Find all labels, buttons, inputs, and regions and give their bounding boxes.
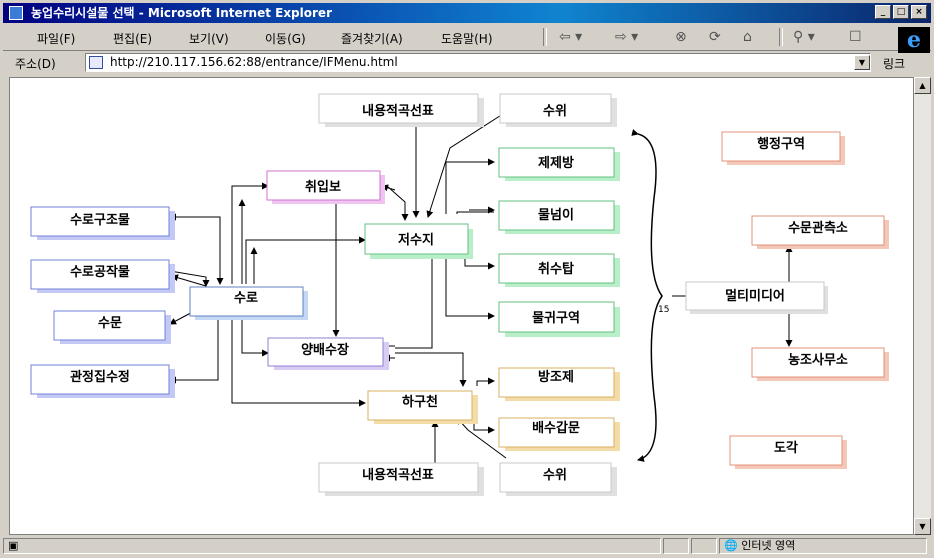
menu-help[interactable]: 도움말(H) xyxy=(441,32,493,46)
status-pane xyxy=(663,538,689,554)
svg-text:수로공작물: 수로공작물 xyxy=(70,264,130,280)
window-controls: _ □ × xyxy=(875,5,927,19)
internet-zone-icon: 🌐 xyxy=(724,539,738,552)
node-sugongjakmul[interactable]: 수로공작물 xyxy=(30,259,175,293)
status-zone: 🌐 인터넷 영역 xyxy=(719,538,927,554)
node-multimedia[interactable]: 멀티미디어 xyxy=(685,281,828,314)
svg-text:제제방: 제제방 xyxy=(538,155,574,171)
toolbar-separator xyxy=(779,28,783,46)
node-haengjeong[interactable]: 행정구역 xyxy=(721,131,845,165)
home-icon[interactable]: ⌂ xyxy=(743,29,752,45)
svg-text:내용적곡선표: 내용적곡선표 xyxy=(362,103,434,119)
node-sumun[interactable]: 수문 xyxy=(53,310,171,344)
minimize-button[interactable]: _ xyxy=(875,5,891,19)
maximize-button[interactable]: □ xyxy=(893,5,909,19)
svg-text:도각: 도각 xyxy=(774,441,798,456)
links-button[interactable]: 링크 xyxy=(883,57,906,71)
menu-file[interactable]: 파일(F) xyxy=(37,32,76,46)
svg-text:배수갑문: 배수갑문 xyxy=(532,420,580,436)
node-content-curve-bottom[interactable]: 내용적곡선표 xyxy=(318,462,484,496)
address-bar: 주소(D) http://210.117.156.62:88/entrance/… xyxy=(3,51,931,75)
menu-edit[interactable]: 편집(E) xyxy=(113,32,153,46)
node-sugujomul[interactable]: 수로구조물 xyxy=(30,206,175,240)
node-suwi-bottom[interactable]: 수위 xyxy=(499,462,617,496)
address-url[interactable]: http://210.117.156.62:88/entrance/IFMenu… xyxy=(110,55,398,69)
menu-view[interactable]: 보기(V) xyxy=(189,32,229,46)
svg-text:하구천: 하구천 xyxy=(402,394,438,410)
svg-text:취입보: 취입보 xyxy=(305,179,341,195)
toolbar-separator xyxy=(543,28,547,46)
node-yangbaesujang[interactable]: 양배수장 xyxy=(267,337,389,370)
node-sumunganchuk[interactable]: 수문관측소 xyxy=(751,215,889,249)
ie-logo: e xyxy=(898,27,930,53)
refresh-icon[interactable]: ⟳ xyxy=(709,29,721,45)
svg-text:물귀구역: 물귀구역 xyxy=(532,310,580,326)
address-label: 주소(D) xyxy=(15,57,56,71)
svg-text:수로: 수로 xyxy=(234,291,258,306)
node-jeosuji[interactable]: 저수지 xyxy=(364,223,473,259)
svg-text:취수탑: 취수탑 xyxy=(538,261,574,277)
svg-text:수문관측소: 수문관측소 xyxy=(788,220,848,236)
vertical-scrollbar[interactable]: ▲ ▼ xyxy=(914,77,931,535)
page-content: 15 내용적곡선표 수위 취입보 저수지 xyxy=(9,77,914,535)
node-mulneomi[interactable]: 물넘이 xyxy=(498,200,620,234)
menu-favorites[interactable]: 즐겨찾기(A) xyxy=(341,32,403,46)
svg-text:저수지: 저수지 xyxy=(398,233,434,248)
svg-text:농조사무소: 농조사무소 xyxy=(788,352,848,368)
close-button[interactable]: × xyxy=(911,5,927,19)
svg-text:수로구조물: 수로구조물 xyxy=(70,213,130,228)
node-suwi-top[interactable]: 수위 xyxy=(499,93,617,127)
scroll-up-button[interactable]: ▲ xyxy=(914,77,931,94)
svg-text:수문: 수문 xyxy=(98,316,122,331)
status-page-icon: ▣ xyxy=(8,539,19,552)
node-baesugammun[interactable]: 배수갑문 xyxy=(498,417,620,451)
node-bangjoje[interactable]: 방조제 xyxy=(498,367,620,401)
svg-text:수위: 수위 xyxy=(543,104,567,119)
status-zone-label: 인터넷 영역 xyxy=(741,539,796,552)
menu-bar: 파일(F) 편집(E) 보기(V) 이동(G) 즐겨찾기(A) 도움말(H) ⇦… xyxy=(3,24,931,51)
node-suro[interactable]: 수로 xyxy=(189,286,308,320)
search-icon[interactable]: ⚲ ▾ xyxy=(793,29,815,45)
scroll-down-button[interactable]: ▼ xyxy=(914,518,931,535)
forward-button[interactable]: ⇨ ▾ xyxy=(615,29,639,45)
node-chwisutap[interactable]: 취수탑 xyxy=(498,253,620,287)
node-chwiipbo[interactable]: 취입보 xyxy=(266,170,385,204)
svg-text:멀티미디어: 멀티미디어 xyxy=(725,288,785,304)
svg-text:물넘이: 물넘이 xyxy=(538,207,574,223)
status-pane xyxy=(691,538,717,554)
status-bar: ▣ 🌐 인터넷 영역 xyxy=(3,537,931,556)
svg-text:행정구역: 행정구역 xyxy=(757,136,805,152)
node-jaejebang[interactable]: 제제방 xyxy=(498,147,620,181)
page-icon xyxy=(89,56,103,69)
stop-icon[interactable]: ⊗ xyxy=(675,29,687,45)
node-mulgwigueok[interactable]: 물귀구역 xyxy=(498,301,620,337)
window-title: 농업수리시설물 선택 - Microsoft Internet Explorer xyxy=(31,6,332,20)
menu-go[interactable]: 이동(G) xyxy=(265,32,306,46)
address-field[interactable]: http://210.117.156.62:88/entrance/IFMenu… xyxy=(85,53,871,72)
brace-number: 15 xyxy=(658,305,669,315)
back-button[interactable]: ⇦ ▾ xyxy=(559,29,583,45)
ie-window-icon xyxy=(9,6,23,20)
svg-text:방조제: 방조제 xyxy=(538,369,574,385)
title-bar: 농업수리시설물 선택 - Microsoft Internet Explorer… xyxy=(3,3,931,23)
svg-text:양배수장: 양배수장 xyxy=(301,342,349,358)
address-dropdown-button[interactable]: ▼ xyxy=(854,55,870,70)
node-nongjosamuso[interactable]: 농조사무소 xyxy=(751,347,889,381)
node-content-curve-top[interactable]: 내용적곡선표 xyxy=(318,93,484,127)
svg-text:내용적곡선표: 내용적곡선표 xyxy=(362,467,434,483)
node-hagucheon[interactable]: 하구천 xyxy=(367,390,478,424)
node-pyeonjeongjip[interactable]: 관정집수정 xyxy=(30,364,175,398)
node-dogak[interactable]: 도각 xyxy=(729,435,847,469)
svg-text:관정집수정: 관정집수정 xyxy=(70,369,130,385)
facility-diagram: 15 내용적곡선표 수위 취입보 저수지 xyxy=(30,93,889,496)
grouping-brace xyxy=(631,129,663,462)
favorites-icon[interactable]: ☐ xyxy=(849,29,862,45)
status-main: ▣ xyxy=(3,538,661,554)
svg-text:수위: 수위 xyxy=(543,468,567,483)
